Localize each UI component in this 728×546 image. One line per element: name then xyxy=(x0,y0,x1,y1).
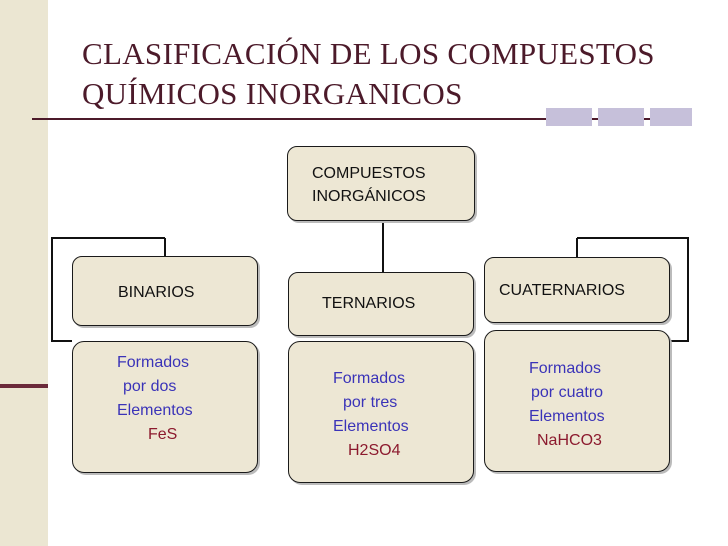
ternarios-label: TERNARIOS xyxy=(322,295,416,312)
root-node-line-2: INORGÁNICOS xyxy=(312,188,426,205)
title-line-2: QUÍMICOS INORGANICOS xyxy=(82,76,463,111)
binarios-formula: FeS xyxy=(148,426,178,443)
cuaternarios-desc-line-1: Formados xyxy=(529,360,602,377)
title-divider xyxy=(32,118,692,120)
divider-deco-block-1 xyxy=(546,108,592,126)
ternarios-description-box: Formados por tres Elementos H2SO4 xyxy=(288,341,474,483)
ternarios-desc-line-3: Elementos xyxy=(333,418,409,435)
cuaternarios-node-box: CUATERNARIOS xyxy=(484,257,670,323)
cuaternarios-desc-line-2: por cuatro xyxy=(531,384,604,401)
binarios-description-box: Formados por dos Elementos FeS xyxy=(72,341,258,473)
slide-title: CLASIFICACIÓN DE LOS COMPUESTOS QUÍMICOS… xyxy=(82,34,702,114)
root-node-line-1: COMPUESTOS xyxy=(312,165,426,182)
title-line-1: CLASIFICACIÓN DE LOS COMPUESTOS xyxy=(82,36,655,71)
cuaternarios-description-box: Formados por cuatro Elementos NaHCO3 xyxy=(484,330,670,472)
cuaternarios-label: CUATERNARIOS xyxy=(499,282,625,299)
ternarios-formula: H2SO4 xyxy=(348,442,401,459)
divider-deco-block-3 xyxy=(650,108,692,126)
left-sidebar-bar xyxy=(0,0,48,546)
ternarios-desc-line-2: por tres xyxy=(343,394,398,411)
cuaternarios-formula: NaHCO3 xyxy=(537,432,602,449)
connector-binarios-left xyxy=(51,237,165,342)
binarios-desc-line-1: Formados xyxy=(117,354,190,371)
left-accent-line xyxy=(0,384,48,388)
binarios-desc-line-3: Elementos xyxy=(117,402,193,419)
root-node-box: COMPUESTOS INORGÁNICOS xyxy=(287,146,475,221)
ternarios-desc-line-1: Formados xyxy=(333,370,406,387)
divider-deco-block-2 xyxy=(598,108,644,126)
binarios-label: BINARIOS xyxy=(118,284,195,301)
connector-cuaternarios-right xyxy=(577,237,689,342)
cuaternarios-desc-line-3: Elementos xyxy=(529,408,605,425)
binarios-node-box: BINARIOS xyxy=(72,256,258,326)
binarios-desc-line-2: por dos xyxy=(123,378,177,395)
ternarios-node-box: TERNARIOS xyxy=(288,272,474,336)
